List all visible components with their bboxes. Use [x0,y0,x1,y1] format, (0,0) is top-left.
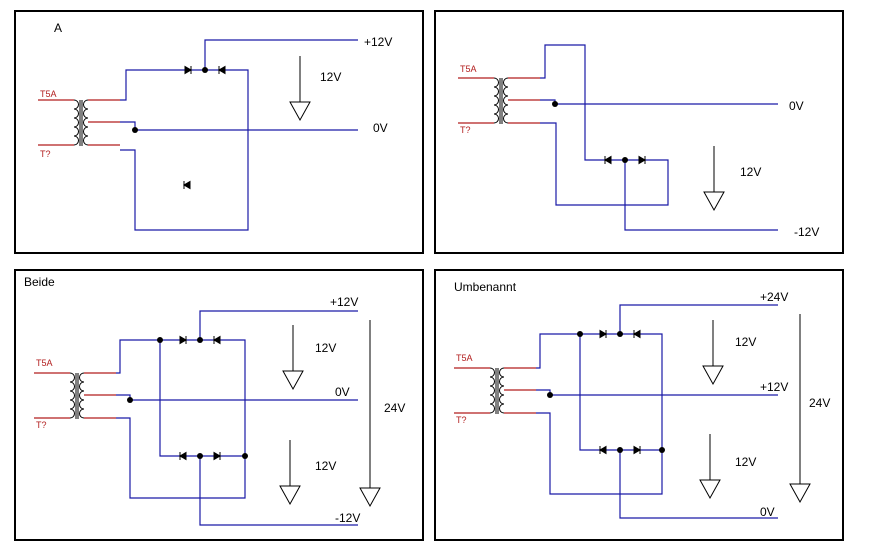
label-12v: 12V [320,70,341,84]
voltage-arrow [289,55,311,121]
wire-minus12 [199,456,358,526]
transformer [38,99,120,146]
diode [633,329,641,339]
label-12v-bottom: 12V [735,455,756,469]
diode [179,335,187,345]
voltage-arrow [279,439,301,505]
transformer [454,367,536,414]
label-12v-top: 12V [315,341,336,355]
label-t5a: T5A [456,353,473,363]
label-24v: 24V [809,396,830,410]
panel-title: Umbenannt [454,280,517,294]
voltage-arrow [703,145,725,211]
label-plus12v: +12V [760,380,788,394]
label-0v: 0V [373,121,388,135]
panel-frame [434,269,844,541]
wire-zero [116,394,358,401]
label-t-unknown: T? [460,125,471,135]
label-0v: 0V [335,385,350,399]
label-12v-bottom: 12V [315,459,336,473]
label-t-unknown: T? [456,415,467,425]
diode [633,445,641,455]
wire-zero [120,121,358,131]
diode-unconnected [183,180,191,190]
wire-plus12 [199,310,358,340]
diode [638,155,646,165]
wire-plus12 [204,39,358,70]
panel-b: T5A T? 0V -12V 12V [434,10,844,254]
voltage-arrow [699,433,721,499]
diode [599,329,607,339]
wire-plus24 [619,304,778,334]
wire-loop [536,333,663,495]
label-plus24v: +24V [760,290,788,304]
label-12v-top: 12V [735,335,756,349]
panel-beide: Beide T5A T? [14,269,424,541]
label-plus12v: +12V [364,35,392,49]
label-t5a: T5A [40,89,57,99]
diode [179,451,187,461]
label-minus12v: -12V [794,225,819,239]
panel-umbenannt: Umbenannt T5A T? [434,269,844,541]
label-0v: 0V [760,505,775,519]
diode [213,335,221,345]
diode [604,155,612,165]
label-minus12v: -12V [335,511,360,525]
wire-zero [540,99,778,105]
label-24v: 24V [384,401,405,415]
label-plus12v: +12V [330,295,358,309]
label-t-unknown: T? [36,420,47,430]
transformer [458,77,540,124]
diode [184,65,192,75]
wire-bridge-left [579,334,662,451]
voltage-arrow [702,319,724,385]
panel-frame [14,269,424,541]
diode [218,65,226,75]
panel-frame [434,10,844,254]
wire-bridge-left [159,340,245,457]
wire-plus12 [536,389,778,396]
wire-loop [120,69,249,231]
transformer [34,372,116,419]
voltage-arrow-total [359,320,381,508]
voltage-arrow-total [789,314,811,504]
wire-minus12 [624,160,778,231]
label-t5a: T5A [36,358,53,368]
label-t5a: T5A [460,64,477,74]
wire-loop [540,44,669,206]
panel-frame [14,10,424,254]
label-t-unknown: T? [40,149,51,159]
label-12v: 12V [740,165,761,179]
panel-title: Beide [24,275,55,289]
voltage-arrow [282,324,304,390]
panel-a: A T5A T? +12V 0V 12V [14,10,424,254]
diode [599,445,607,455]
label-0v: 0V [789,99,804,113]
panel-title: A [54,21,62,35]
wire-zero [619,450,778,519]
wire-loop [116,339,246,499]
diode [213,451,221,461]
